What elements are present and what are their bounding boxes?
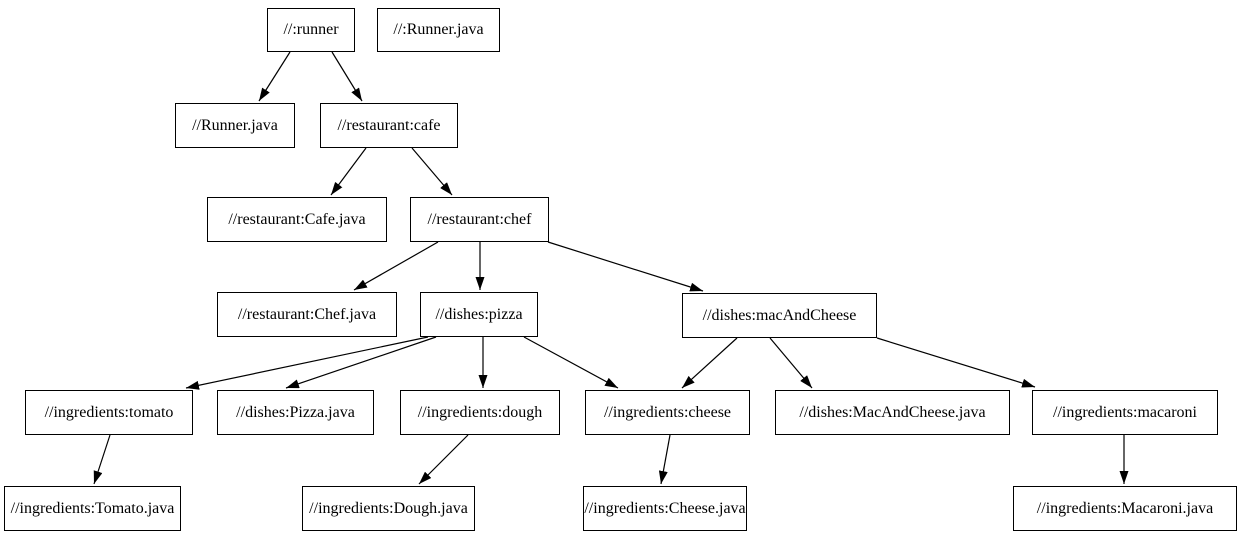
- node-pizza: //dishes:pizza: [420, 292, 538, 337]
- node-runner-java-src: //:Runner.java: [377, 8, 500, 52]
- node-dough-java: //ingredients:Dough.java: [302, 486, 475, 531]
- edge-mac-and-cheese-to-mac-and-cheese-java: [769, 337, 813, 389]
- node-mac-and-cheese-java: //dishes:MacAndCheese.java: [775, 390, 1010, 435]
- edge-mac-and-cheese-to-macaroni: [876, 337, 1036, 388]
- node-cafe: //restaurant:cafe: [320, 103, 458, 148]
- edge-pizza-to-tomato: [185, 336, 429, 390]
- node-pizza-java: //dishes:Pizza.java: [217, 390, 374, 435]
- node-chef: //restaurant:chef: [410, 197, 549, 242]
- edge-tomato-to-tomato-java: [93, 434, 111, 485]
- edge-dough-to-dough-java: [418, 434, 469, 485]
- node-cheese: //ingredients:cheese: [585, 390, 750, 435]
- node-runner-java: //Runner.java: [175, 103, 295, 148]
- edge-runner-to-cafe: [331, 51, 363, 102]
- edge-chef-to-chef-java: [353, 241, 439, 291]
- node-runner: //:runner: [267, 8, 355, 52]
- node-mac-and-cheese: //dishes:macAndCheese: [682, 293, 877, 338]
- node-macaroni: //ingredients:macaroni: [1032, 390, 1218, 435]
- edge-mac-and-cheese-to-cheese: [681, 337, 738, 389]
- node-dough: //ingredients:dough: [400, 390, 560, 435]
- node-chef-java: //restaurant:Chef.java: [217, 292, 397, 337]
- edge-cafe-to-chef: [411, 147, 453, 196]
- node-tomato-java: //ingredients:Tomato.java: [4, 486, 181, 531]
- edge-chef-to-mac-and-cheese: [547, 241, 704, 292]
- edge-pizza-to-cheese: [523, 336, 619, 389]
- node-tomato: //ingredients:tomato: [25, 390, 193, 435]
- node-cafe-java: //restaurant:Cafe.java: [207, 197, 387, 242]
- edge-pizza-to-pizza-java: [285, 336, 437, 389]
- node-cheese-java: //ingredients:Cheese.java: [583, 486, 747, 531]
- node-macaroni-java: //ingredients:Macaroni.java: [1013, 486, 1237, 531]
- edge-cafe-to-cafe-java: [330, 147, 367, 196]
- edge-runner-to-runner-java: [258, 51, 291, 102]
- edge-cheese-to-cheese-java: [658, 434, 671, 485]
